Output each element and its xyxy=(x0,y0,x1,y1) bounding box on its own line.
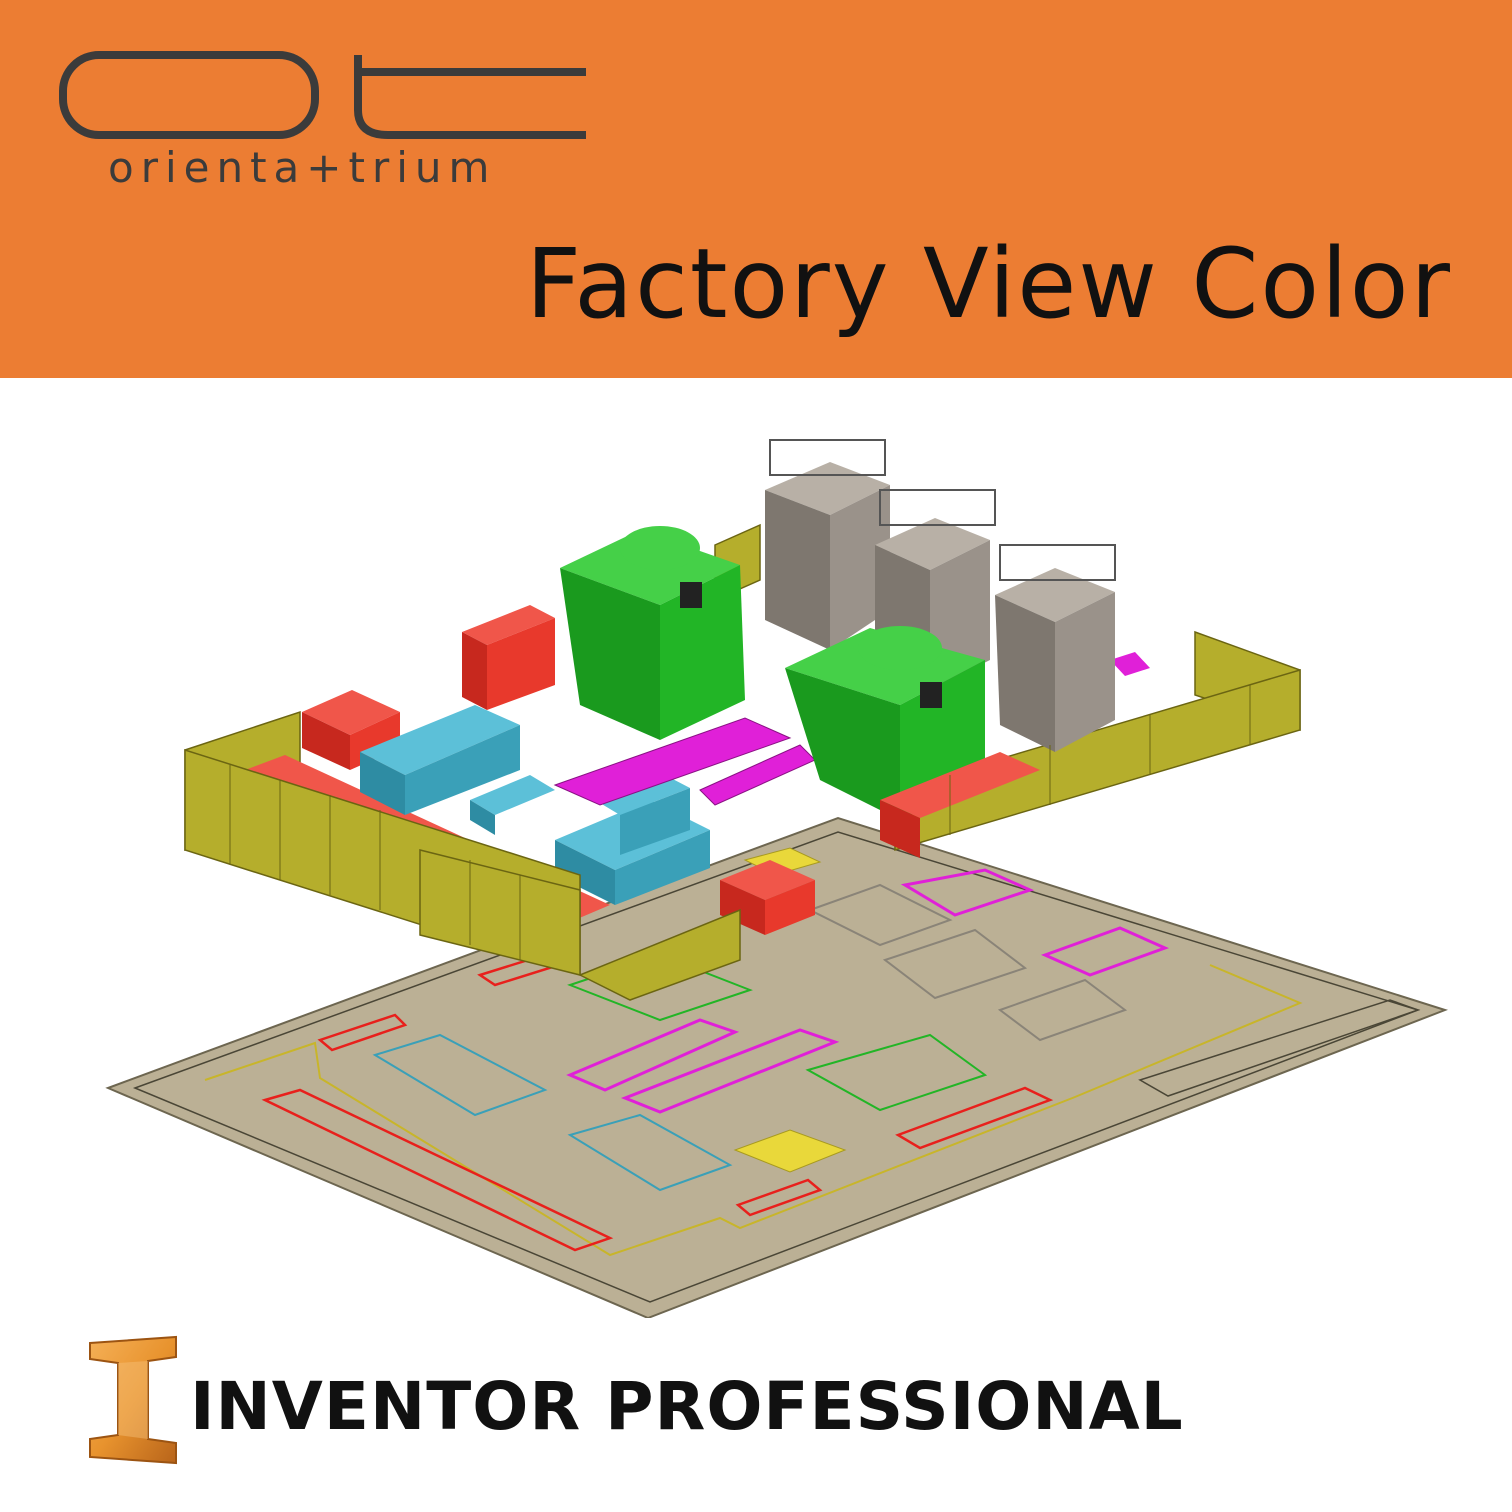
inventor-i-icon xyxy=(89,1335,177,1465)
ot-logo-icon xyxy=(59,51,586,139)
page-title: Factory View Color xyxy=(525,228,1452,340)
brand-name: orienta+trium xyxy=(108,143,497,192)
header-banner: orienta+trium Factory View Color xyxy=(0,0,1512,378)
factory-layout-render xyxy=(105,439,1449,1318)
product-name: INVENTOR PROFESSIONAL xyxy=(190,1368,1184,1445)
